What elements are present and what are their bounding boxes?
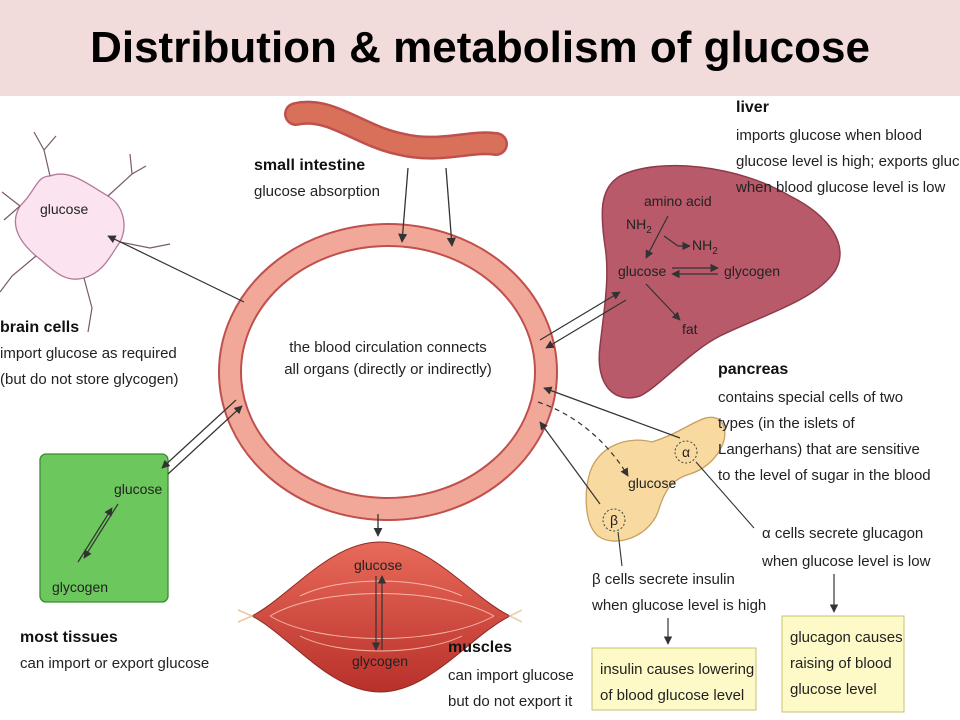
alpha-callout-line	[695, 461, 755, 529]
intestine-arrow-1	[398, 167, 409, 243]
glucagon-release-arrow	[543, 386, 681, 439]
alpha-cells-text-2: when glucose level is low	[761, 553, 931, 570]
alpha-cell-symbol: α	[682, 444, 690, 460]
liver-name: liver	[736, 99, 769, 116]
insulin-effect-text-1: insulin causes lowering	[600, 661, 754, 678]
title-bar: Distribution & metabolism of glucose	[0, 0, 960, 96]
tissue-glucose: glucose	[114, 481, 162, 497]
most-tissues-desc: can import or export glucose	[20, 655, 209, 672]
small-intestine-name: small intestine	[254, 157, 365, 174]
center-text-line1: the blood circulation connects	[289, 339, 487, 356]
glucagon-effect-box	[781, 615, 905, 713]
insulin-effect-box	[591, 647, 757, 711]
liver-export-arrow	[545, 299, 627, 349]
tissue-glycogen: glycogen	[52, 579, 108, 595]
blood-circulation-ring	[218, 223, 558, 521]
intestine-arrow-2	[445, 167, 456, 247]
muscles-name: muscles	[448, 639, 512, 656]
pancreas-desc-4: to the level of sugar in the blood	[718, 467, 931, 484]
liver-import-arrow	[539, 291, 621, 341]
glucagon-effect-text-3: glucose level	[790, 681, 877, 698]
beta-cells-text-2: when glucose level is high	[591, 597, 766, 614]
beta-cell-symbol: β	[610, 512, 618, 528]
tissue-import-arrow	[161, 399, 237, 469]
beta-callout-line	[617, 531, 623, 567]
tissue-green-box	[39, 453, 169, 603]
liver-glucose-fat-arrow	[645, 283, 681, 321]
liver-fat: fat	[682, 321, 698, 337]
alpha-cells-text-1: α cells secrete glucagon	[762, 525, 923, 542]
muscle-glucose: glucose	[354, 557, 402, 573]
muscles-desc-1: can import glucose	[448, 667, 574, 684]
brain-desc-1: import glucose as required	[0, 345, 177, 362]
brain-cell-illustration	[0, 131, 171, 333]
tissue-export-arrow	[167, 405, 243, 475]
insulin-effect-text-2: of blood glucose level	[600, 687, 744, 704]
tissue-glycogen-to-glucose-arrow	[77, 507, 113, 563]
pancreas-desc-2: types (in the islets of	[718, 415, 856, 432]
small-intestine-illustration	[284, 100, 508, 160]
brain-desc-2: (but do not store glycogen)	[0, 371, 178, 388]
small-intestine-desc: glucose absorption	[254, 183, 380, 200]
liver-nh2-arrow	[663, 235, 691, 251]
glucagon-effect-text-1: glucagon causes	[790, 629, 903, 646]
center-text-line2: all organs (directly or indirectly)	[284, 361, 492, 378]
liver-desc-3: when blood glucose level is low	[735, 179, 945, 196]
pancreas-desc-1: contains special cells of two	[718, 389, 903, 406]
muscles-desc-2: but do not export it	[448, 693, 573, 710]
pancreas-name: pancreas	[718, 361, 788, 378]
liver-amino-acid: amino acid	[644, 193, 712, 209]
liver-desc-1: imports glucose when blood	[736, 127, 922, 144]
liver-glucose: glucose	[618, 263, 666, 279]
most-tissues-name: most tissues	[20, 629, 118, 646]
insulin-release-arrow	[539, 421, 601, 505]
liver-glycogen: glycogen	[724, 263, 780, 279]
pancreas-glucose: glucose	[628, 475, 676, 491]
beta-cells-text-1: β cells secrete insulin	[592, 571, 735, 588]
brain-cells-name: brain cells	[0, 319, 79, 336]
liver-nh2-right: NH2	[692, 237, 718, 257]
muscle-glycogen: glycogen	[352, 653, 408, 669]
brain-import-arrow	[107, 235, 245, 303]
liver-illustration	[598, 164, 841, 399]
liver-nh2-left: NH2	[626, 216, 652, 236]
slide-title: Distribution & metabolism of glucose	[90, 23, 870, 72]
liver-amino-to-glucose-arrow	[645, 215, 669, 259]
glucagon-effect-text-2: raising of blood	[790, 655, 892, 672]
brain-cell-glucose: glucose	[40, 201, 88, 217]
muscle-illustration	[237, 541, 523, 693]
pancreas-desc-3: Langerhans) that are sensitive	[718, 441, 920, 458]
glucose-diagram: the blood circulation connects all organ…	[0, 99, 960, 713]
pancreas-illustration	[585, 416, 726, 542]
liver-desc-2: glucose level is high; exports glucose	[736, 153, 960, 170]
